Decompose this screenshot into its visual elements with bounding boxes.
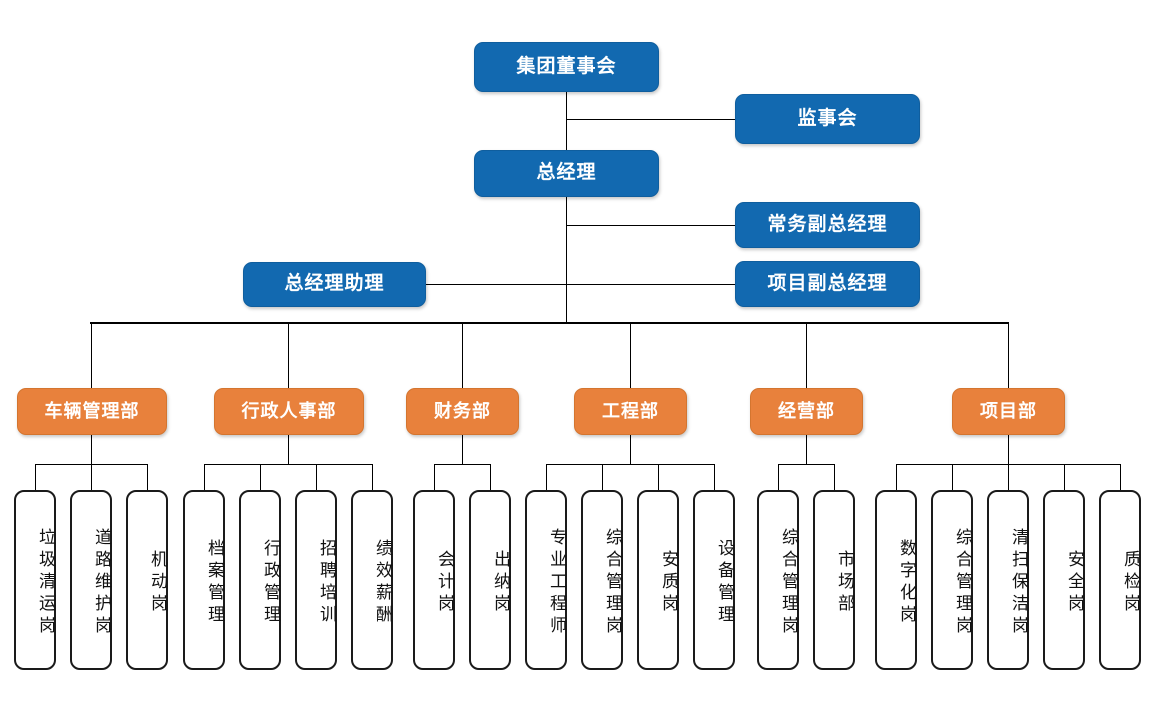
dept-3-drop-0 <box>546 464 547 490</box>
dept-1-drop-0 <box>204 464 205 490</box>
dept-1-drop-3 <box>372 464 373 490</box>
connector-board-to-gm <box>566 92 567 152</box>
dept-5-drop-1 <box>952 464 953 490</box>
dept-0-drop-2 <box>147 464 148 490</box>
position-box[interactable]: 市场部 <box>813 490 855 670</box>
position-box[interactable]: 绩效薪酬 <box>351 490 393 670</box>
dept-2-drop-1 <box>490 464 491 490</box>
dept-3-stem <box>630 435 631 464</box>
dept-node-vehicle-management[interactable]: 车辆管理部 <box>17 388 167 435</box>
position-box[interactable]: 行政管理 <box>239 490 281 670</box>
dept-2-stem <box>462 435 463 464</box>
dept-node-project[interactable]: 项目部 <box>952 388 1065 435</box>
dept-5-drop-2 <box>1008 464 1009 490</box>
position-box[interactable]: 综合管理岗 <box>757 490 799 670</box>
node-general-manager[interactable]: 总经理 <box>474 150 659 197</box>
dept-3-drop-3 <box>714 464 715 490</box>
drop-to-dept-2 <box>462 322 463 388</box>
connector-assistant-to-spine <box>426 284 567 285</box>
dept-4-stem <box>806 435 807 464</box>
dept-2-bus <box>434 464 491 465</box>
drop-to-dept-0 <box>91 322 92 388</box>
connector-gm-spine <box>566 197 567 323</box>
dept-5-drop-0 <box>896 464 897 490</box>
dept-5-drop-3 <box>1064 464 1065 490</box>
position-box[interactable]: 招聘培训 <box>295 490 337 670</box>
dept-3-drop-2 <box>658 464 659 490</box>
dept-1-drop-2 <box>316 464 317 490</box>
dept-3-drop-1 <box>602 464 603 490</box>
position-box[interactable]: 综合管理岗 <box>581 490 623 670</box>
drop-to-dept-3 <box>630 322 631 388</box>
dept-0-stem <box>91 435 92 464</box>
position-box[interactable]: 会计岗 <box>413 490 455 670</box>
connector-spine-to-executive-vp <box>566 225 736 226</box>
dept-0-drop-0 <box>35 464 36 490</box>
drop-to-dept-5 <box>1008 322 1009 388</box>
node-project-vice-gm[interactable]: 项目副总经理 <box>735 261 920 307</box>
dept-2-drop-0 <box>434 464 435 490</box>
node-supervisors[interactable]: 监事会 <box>735 94 920 144</box>
dept-node-admin-hr[interactable]: 行政人事部 <box>214 388 364 435</box>
dept-4-bus <box>778 464 835 465</box>
position-box[interactable]: 综合管理岗 <box>931 490 973 670</box>
position-box[interactable]: 清扫保洁岗 <box>987 490 1029 670</box>
node-board[interactable]: 集团董事会 <box>474 42 659 92</box>
drop-to-dept-1 <box>288 322 289 388</box>
department-bus <box>90 322 1009 324</box>
position-box[interactable]: 出纳岗 <box>469 490 511 670</box>
dept-5-drop-4 <box>1120 464 1121 490</box>
dept-3-bus <box>546 464 715 465</box>
position-box[interactable]: 机动岗 <box>126 490 168 670</box>
dept-1-bus <box>204 464 373 465</box>
node-executive-vice-gm[interactable]: 常务副总经理 <box>735 202 920 248</box>
dept-node-finance[interactable]: 财务部 <box>406 388 519 435</box>
dept-5-stem <box>1008 435 1009 464</box>
position-box[interactable]: 档案管理 <box>183 490 225 670</box>
position-box[interactable]: 安全岗 <box>1043 490 1085 670</box>
dept-node-operations[interactable]: 经营部 <box>750 388 863 435</box>
connector-spine-to-project-vp <box>566 284 736 285</box>
position-box[interactable]: 垃圾清运岗 <box>14 490 56 670</box>
dept-1-drop-1 <box>260 464 261 490</box>
node-gm-assistant[interactable]: 总经理助理 <box>243 262 426 307</box>
dept-0-drop-1 <box>91 464 92 490</box>
dept-1-stem <box>288 435 289 464</box>
position-box[interactable]: 质检岗 <box>1099 490 1141 670</box>
dept-4-drop-1 <box>834 464 835 490</box>
connector-spine-to-supervisors <box>566 119 736 120</box>
position-box[interactable]: 道路维护岗 <box>70 490 112 670</box>
dept-4-drop-0 <box>778 464 779 490</box>
position-box[interactable]: 专业工程师 <box>525 490 567 670</box>
drop-to-dept-4 <box>806 322 807 388</box>
dept-node-engineering[interactable]: 工程部 <box>574 388 687 435</box>
position-box[interactable]: 安质岗 <box>637 490 679 670</box>
position-box[interactable]: 数字化岗 <box>875 490 917 670</box>
position-box[interactable]: 设备管理 <box>693 490 735 670</box>
